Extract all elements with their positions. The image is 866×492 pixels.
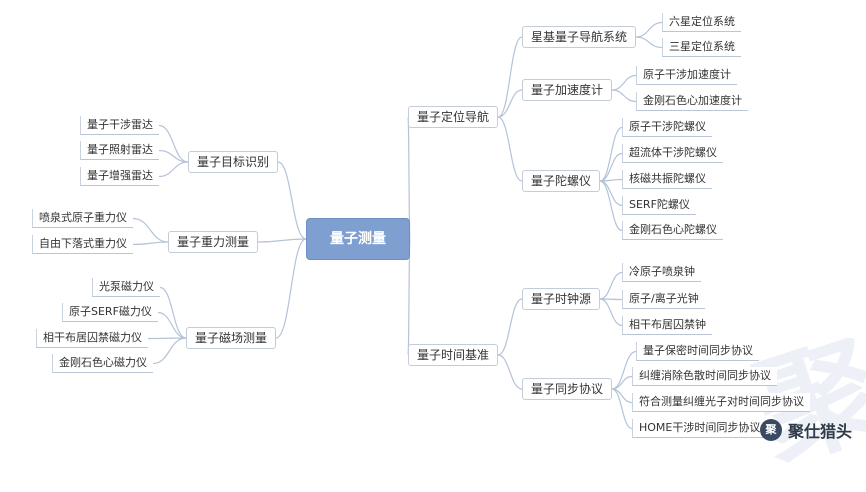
branch-magnetic[interactable]: 量子磁场测量 <box>186 327 277 349</box>
sub-accelerometer[interactable]: 量子加速度计 <box>522 79 613 101</box>
leaf-dispersion-sync[interactable]: 纠缠消除色散时间同步协议 <box>632 367 777 386</box>
connector-left-10 <box>147 337 187 340</box>
connector-right-6 <box>635 36 663 49</box>
connector-right-7 <box>611 74 637 91</box>
connector-right-5 <box>635 21 663 38</box>
leaf-serf-gyro[interactable]: SERF陀螺仪 <box>622 196 696 215</box>
connector-right-18 <box>599 298 623 327</box>
leaf-cpt-clock[interactable]: 相干布居囚禁钟 <box>622 316 712 335</box>
leaf-diamond-accel[interactable]: 金刚石色心加速度计 <box>636 92 748 111</box>
leaf-six-star[interactable]: 六星定位系统 <box>662 13 741 32</box>
watermark-text: 聚仕猎头 <box>787 422 852 441</box>
connector-left-11 <box>152 337 187 365</box>
connector-left-6 <box>132 217 169 243</box>
leaf-optical-clock[interactable]: 原子/离子光钟 <box>622 290 705 309</box>
connector-right-20 <box>611 375 633 390</box>
sub-sync-protocol[interactable]: 量子同步协议 <box>522 378 613 400</box>
sub-gyroscope[interactable]: 量子陀螺仪 <box>522 170 601 192</box>
leaf-interference-radar[interactable]: 量子干涉雷达 <box>80 116 159 135</box>
leaf-fountain-gravimeter[interactable]: 喷泉式原子重力仪 <box>32 209 133 228</box>
leaf-coincidence-sync[interactable]: 符合测量纠缠光子对时间同步协议 <box>632 393 810 412</box>
connector-right-2 <box>497 36 523 118</box>
connector-right-15 <box>497 354 523 390</box>
branch-navigation[interactable]: 量子定位导航 <box>408 106 499 128</box>
leaf-freefall-gravimeter[interactable]: 自由下落式重力仪 <box>32 235 133 254</box>
leaf-three-star[interactable]: 三星定位系统 <box>662 38 741 57</box>
leaf-secure-sync[interactable]: 量子保密时间同步协议 <box>636 342 759 361</box>
leaf-diamond-gyro[interactable]: 金刚石色心陀螺仪 <box>622 221 723 240</box>
connector-right-10 <box>599 152 623 182</box>
connector-left-1 <box>257 238 307 243</box>
connector-right-22 <box>611 388 633 430</box>
branch-time[interactable]: 量子时间基准 <box>408 344 499 366</box>
leaf-cpt-mag[interactable]: 相干布居囚禁磁力仪 <box>36 329 148 348</box>
leaf-nmr-gyro[interactable]: 核磁共振陀螺仪 <box>622 170 712 189</box>
mindmap-connectors <box>132 21 663 430</box>
connector-right-14 <box>497 298 523 356</box>
leaf-atom-gyro[interactable]: 原子干涉陀螺仪 <box>622 118 712 137</box>
leaf-fountain-clock[interactable]: 冷原子喷泉钟 <box>622 263 701 282</box>
branch-target-recognition[interactable]: 量子目标识别 <box>188 151 279 173</box>
connector-left-5 <box>158 161 189 178</box>
sub-clock-source[interactable]: 量子时钟源 <box>522 288 601 310</box>
connector-right-8 <box>611 89 637 103</box>
leaf-home-sync[interactable]: HOME干涉时间同步协议 <box>632 419 767 438</box>
connector-right-9 <box>599 126 623 182</box>
connector-left-0 <box>277 161 307 240</box>
connector-left-3 <box>158 124 189 163</box>
sub-starbased-nav[interactable]: 星基量子导航系统 <box>522 26 637 48</box>
leaf-illumination-radar[interactable]: 量子照射雷达 <box>80 141 159 160</box>
connector-right-13 <box>599 180 623 232</box>
root-node[interactable]: 量子测量 <box>306 218 410 260</box>
leaf-atom-accel[interactable]: 原子干涉加速度计 <box>636 66 737 85</box>
leaf-serf-mag[interactable]: 原子SERF磁力仪 <box>62 303 158 322</box>
connector-left-8 <box>159 286 187 339</box>
connector-right-3 <box>497 89 523 118</box>
connector-left-9 <box>157 311 187 339</box>
leaf-optical-pump-mag[interactable]: 光泵磁力仪 <box>92 278 160 297</box>
connector-right-4 <box>497 116 523 182</box>
leaf-enhanced-radar[interactable]: 量子增强雷达 <box>80 167 159 186</box>
connector-left-2 <box>275 238 307 339</box>
branch-gravity[interactable]: 量子重力测量 <box>168 231 259 253</box>
connector-left-7 <box>132 241 169 246</box>
leaf-superfluid-gyro[interactable]: 超流体干涉陀螺仪 <box>622 144 723 163</box>
watermark: 聚 聚仕猎头 <box>759 418 852 442</box>
connector-right-12 <box>599 180 623 207</box>
leaf-diamond-mag[interactable]: 金刚石色心磁力仪 <box>52 354 153 373</box>
connector-right-16 <box>599 271 623 300</box>
watermark-logo-icon: 聚 <box>759 419 782 441</box>
